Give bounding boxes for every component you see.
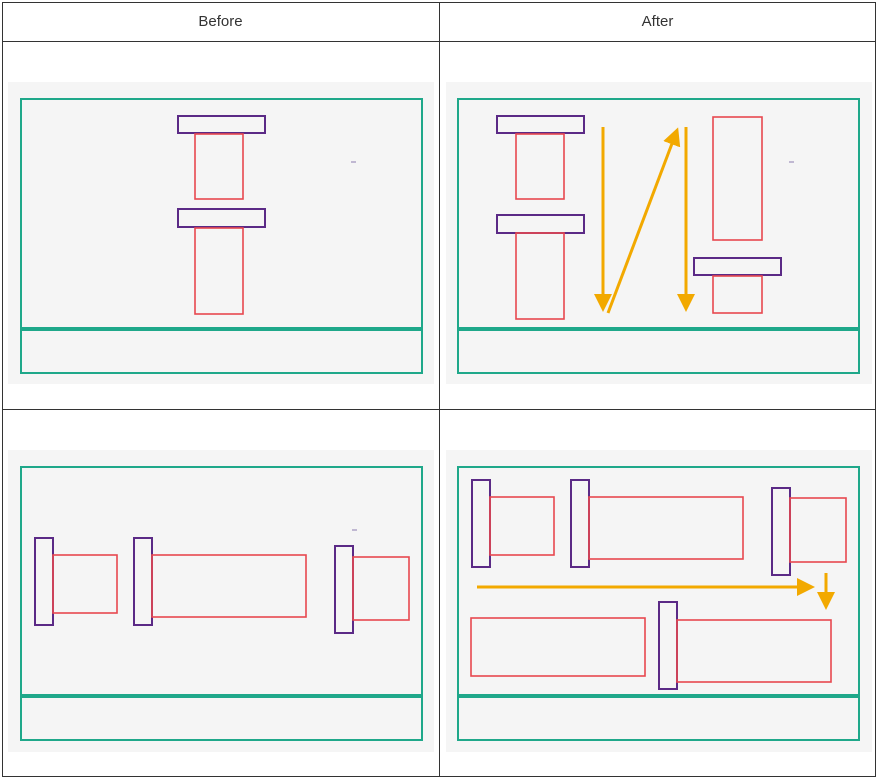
content-box bbox=[470, 617, 646, 677]
content-box bbox=[515, 232, 565, 320]
header-box bbox=[177, 115, 266, 134]
panel-after-vertical bbox=[446, 82, 872, 384]
content-area bbox=[20, 466, 423, 696]
panel-before-horizontal bbox=[8, 450, 434, 752]
footer-area bbox=[457, 696, 860, 741]
footer-area bbox=[457, 329, 860, 374]
flow-arrow-up bbox=[606, 127, 681, 314]
content-area bbox=[457, 98, 860, 329]
content-box bbox=[676, 619, 832, 683]
content-box bbox=[588, 496, 744, 560]
content-box bbox=[52, 554, 118, 614]
panel-after-horizontal bbox=[446, 450, 872, 752]
content-box bbox=[789, 497, 847, 563]
content-box bbox=[194, 227, 244, 315]
content-box bbox=[712, 275, 763, 314]
header-box bbox=[693, 257, 782, 276]
header-box bbox=[177, 208, 266, 228]
content-box bbox=[151, 554, 307, 618]
footer-area bbox=[20, 329, 423, 374]
content-area bbox=[20, 98, 423, 329]
footer-area bbox=[20, 696, 423, 741]
content-box bbox=[712, 116, 763, 241]
content-box bbox=[515, 133, 565, 200]
panel-before-vertical bbox=[8, 82, 434, 384]
header-after: After bbox=[641, 13, 674, 30]
content-box bbox=[489, 496, 555, 556]
content-box bbox=[194, 133, 244, 200]
content-box bbox=[352, 556, 410, 621]
header-before: Before bbox=[198, 13, 243, 30]
header-box bbox=[496, 115, 585, 134]
content-area bbox=[457, 466, 860, 696]
